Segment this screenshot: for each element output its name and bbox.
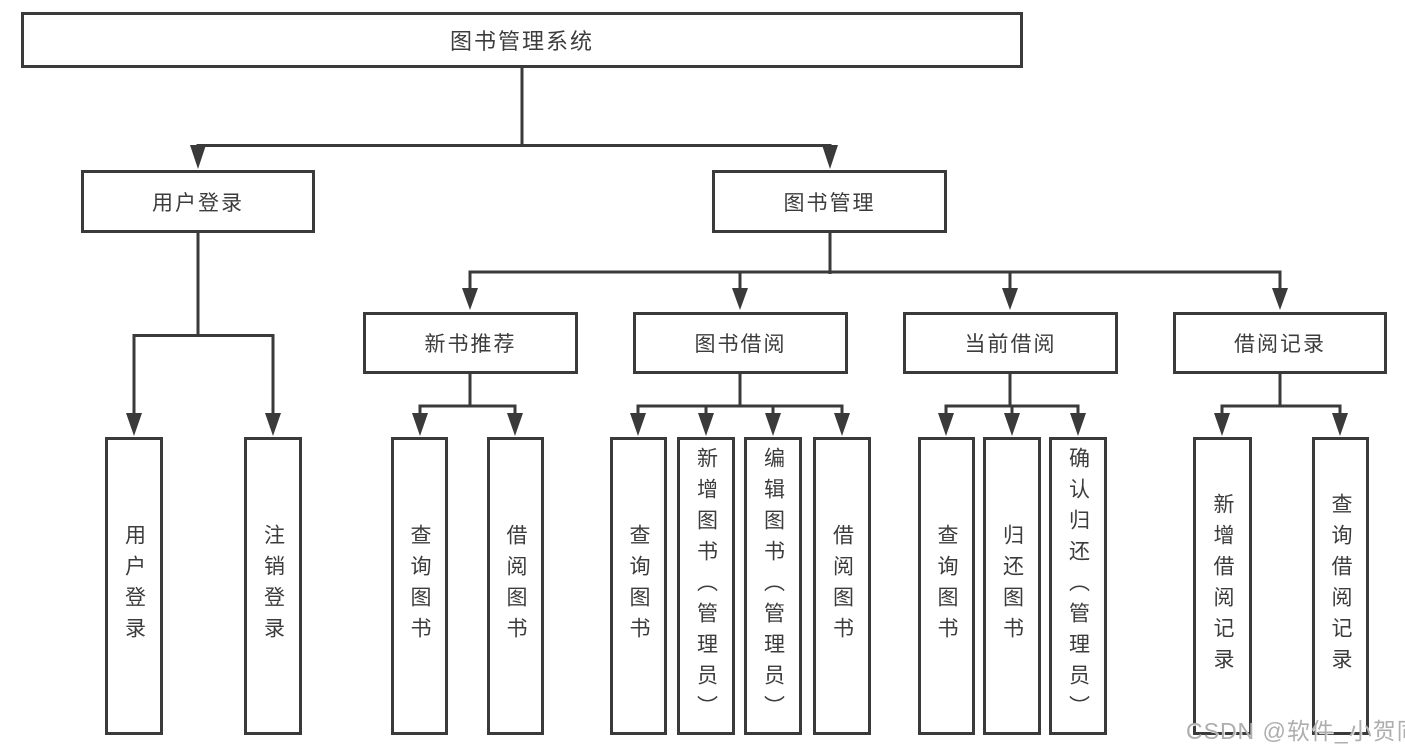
- leaf-query-books-borrow: 查询图书: [610, 437, 667, 735]
- connector-book-borrow-children: [630, 372, 850, 436]
- leaf-add-borrow-record-label: 新增借阅记录: [1211, 493, 1234, 679]
- connector-new-book-recommend-children: [412, 372, 523, 436]
- leaf-logout-label: 注销登录: [261, 524, 285, 648]
- leaf-edit-book-admin-label: 编辑图书（管理员）: [761, 446, 785, 726]
- leaf-confirm-return-admin: 确认归还（管理员）: [1049, 437, 1107, 735]
- node-root-label: 图书管理系统: [449, 29, 594, 54]
- node-new-book-recommend: 新书推荐: [363, 312, 578, 374]
- node-book-management: 图书管理: [712, 170, 947, 233]
- node-user-login-label: 用户登录: [152, 191, 244, 215]
- node-user-login: 用户登录: [81, 170, 315, 233]
- connector-user-login-children: [126, 231, 281, 436]
- leaf-add-book-admin-label: 新增图书（管理员）: [694, 446, 718, 726]
- leaf-query-books-recommend-label: 查询图书: [408, 524, 431, 648]
- connector-borrow-records-children: [1214, 372, 1348, 436]
- leaf-return-book: 归还图书: [983, 437, 1041, 735]
- connector-root-to-level2: [190, 66, 838, 169]
- leaf-query-books-current: 查询图书: [918, 437, 975, 735]
- leaf-borrow-books: 借阅图书: [813, 437, 871, 735]
- node-root: 图书管理系统: [21, 12, 1023, 68]
- leaf-edit-book-admin: 编辑图书（管理员）: [744, 437, 802, 735]
- leaf-query-books-recommend: 查询图书: [391, 437, 448, 735]
- node-book-borrow-label: 图书借阅: [694, 333, 787, 356]
- leaf-return-book-label: 归还图书: [1000, 524, 1024, 648]
- connector-book-management-children: [462, 231, 1288, 310]
- node-borrow-records-label: 借阅记录: [1234, 333, 1326, 356]
- leaf-logout: 注销登录: [244, 437, 302, 735]
- leaf-query-borrow-record-label: 查询借阅记录: [1329, 493, 1352, 679]
- node-borrow-records: 借阅记录: [1173, 312, 1387, 374]
- leaf-user-login: 用户登录: [105, 437, 163, 735]
- connector-current-borrow-children: [938, 372, 1086, 436]
- leaf-add-borrow-record: 新增借阅记录: [1193, 437, 1252, 735]
- node-current-borrow: 当前借阅: [903, 312, 1118, 374]
- leaf-borrow-books-recommend-label: 借阅图书: [504, 524, 527, 648]
- leaf-borrow-books-recommend: 借阅图书: [487, 437, 544, 735]
- leaf-query-borrow-record: 查询借阅记录: [1312, 437, 1369, 735]
- leaf-confirm-return-admin-label: 确认归还（管理员）: [1066, 446, 1090, 726]
- leaf-user-login-label: 用户登录: [122, 524, 146, 648]
- leaf-query-books-current-label: 查询图书: [935, 524, 958, 648]
- leaf-query-books-borrow-label: 查询图书: [627, 524, 650, 648]
- node-current-borrow-label: 当前借阅: [964, 333, 1057, 356]
- leaf-add-book-admin: 新增图书（管理员）: [677, 437, 735, 735]
- leaf-borrow-books-label: 借阅图书: [830, 524, 854, 648]
- node-new-book-recommend-label: 新书推荐: [424, 333, 517, 356]
- node-book-management-label: 图书管理: [783, 191, 876, 215]
- watermark: CSDN @软件_小贺同学: [1186, 718, 1405, 744]
- node-book-borrow: 图书借阅: [633, 312, 848, 374]
